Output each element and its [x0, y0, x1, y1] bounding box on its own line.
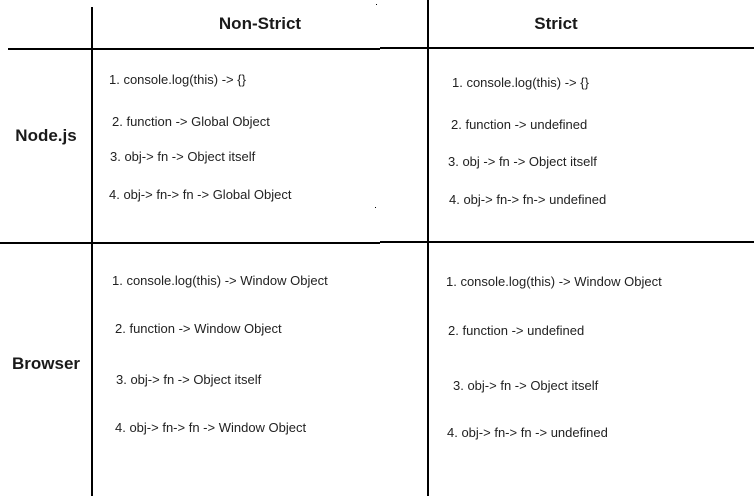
- browser-strict-item-3: 3. obj-> fn -> Object itself: [453, 378, 599, 393]
- nodejs-non-strict-item-4: 4. obj-> fn-> fn -> Global Object: [109, 187, 292, 202]
- nodejs-strict-item-3: 3. obj -> fn -> Object itself: [448, 154, 597, 169]
- row-header-browser: Browser: [11, 354, 81, 373]
- nodejs-non-strict-item-1: 1. console.log(this) -> {}: [109, 72, 246, 87]
- browser-strict-item-4: 4. obj-> fn-> fn -> undefined: [447, 425, 608, 440]
- header-divider-right: [380, 47, 754, 49]
- vertical-divider-middle: [427, 0, 429, 496]
- nodejs-strict-item-1: 1. console.log(this) -> {}: [452, 75, 589, 90]
- vertical-divider-left: [91, 7, 93, 496]
- browser-non-strict-item-2: 2. function -> Window Object: [115, 321, 282, 336]
- stray-mark-top: [376, 4, 377, 5]
- browser-strict-item-1: 1. console.log(this) -> Window Object: [446, 274, 662, 289]
- browser-strict-item-2: 2. function -> undefined: [448, 323, 585, 338]
- browser-non-strict-item-3: 3. obj-> fn -> Object itself: [116, 372, 262, 387]
- browser-non-strict-item-1: 1. console.log(this) -> Window Object: [112, 273, 328, 288]
- browser-non-strict-item-4: 4. obj-> fn-> fn -> Window Object: [115, 420, 307, 435]
- row-header-nodejs: Node.js: [15, 126, 77, 145]
- column-header-non-strict: Non-Strict: [218, 14, 302, 33]
- nodejs-non-strict-item-2: 2. function -> Global Object: [112, 114, 270, 129]
- nodejs-strict-item-2: 2. function -> undefined: [451, 117, 588, 132]
- nodejs-non-strict-item-3: 3. obj-> fn -> Object itself: [110, 149, 256, 164]
- stray-mark-middle: [375, 207, 376, 208]
- column-header-strict: Strict: [534, 14, 578, 33]
- header-divider-left: [8, 48, 380, 50]
- nodejs-strict-item-4: 4. obj-> fn-> fn-> undefined: [449, 192, 607, 207]
- row-divider-left: [0, 242, 380, 244]
- row-divider-right: [380, 241, 754, 243]
